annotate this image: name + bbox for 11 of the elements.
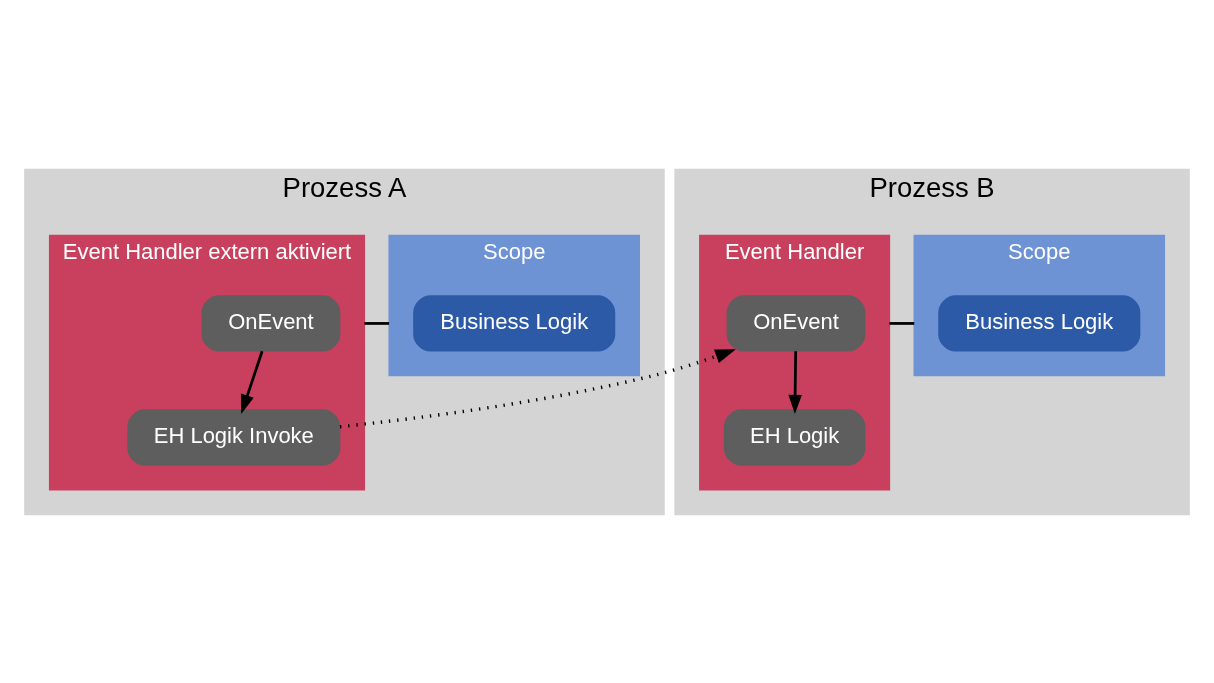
node-box: OnEvent [201, 294, 341, 352]
arrow [339, 348, 736, 428]
connector [364, 321, 390, 325]
node-box: EH Logik [723, 408, 866, 466]
arrow [240, 350, 264, 414]
node-box: Business Logik [938, 294, 1141, 352]
node-box: OnEvent [726, 294, 866, 352]
node-box: Business Logik [413, 294, 616, 352]
node-box: EH Logik Invoke [127, 408, 341, 466]
connector [889, 321, 915, 325]
arrow [788, 350, 802, 414]
